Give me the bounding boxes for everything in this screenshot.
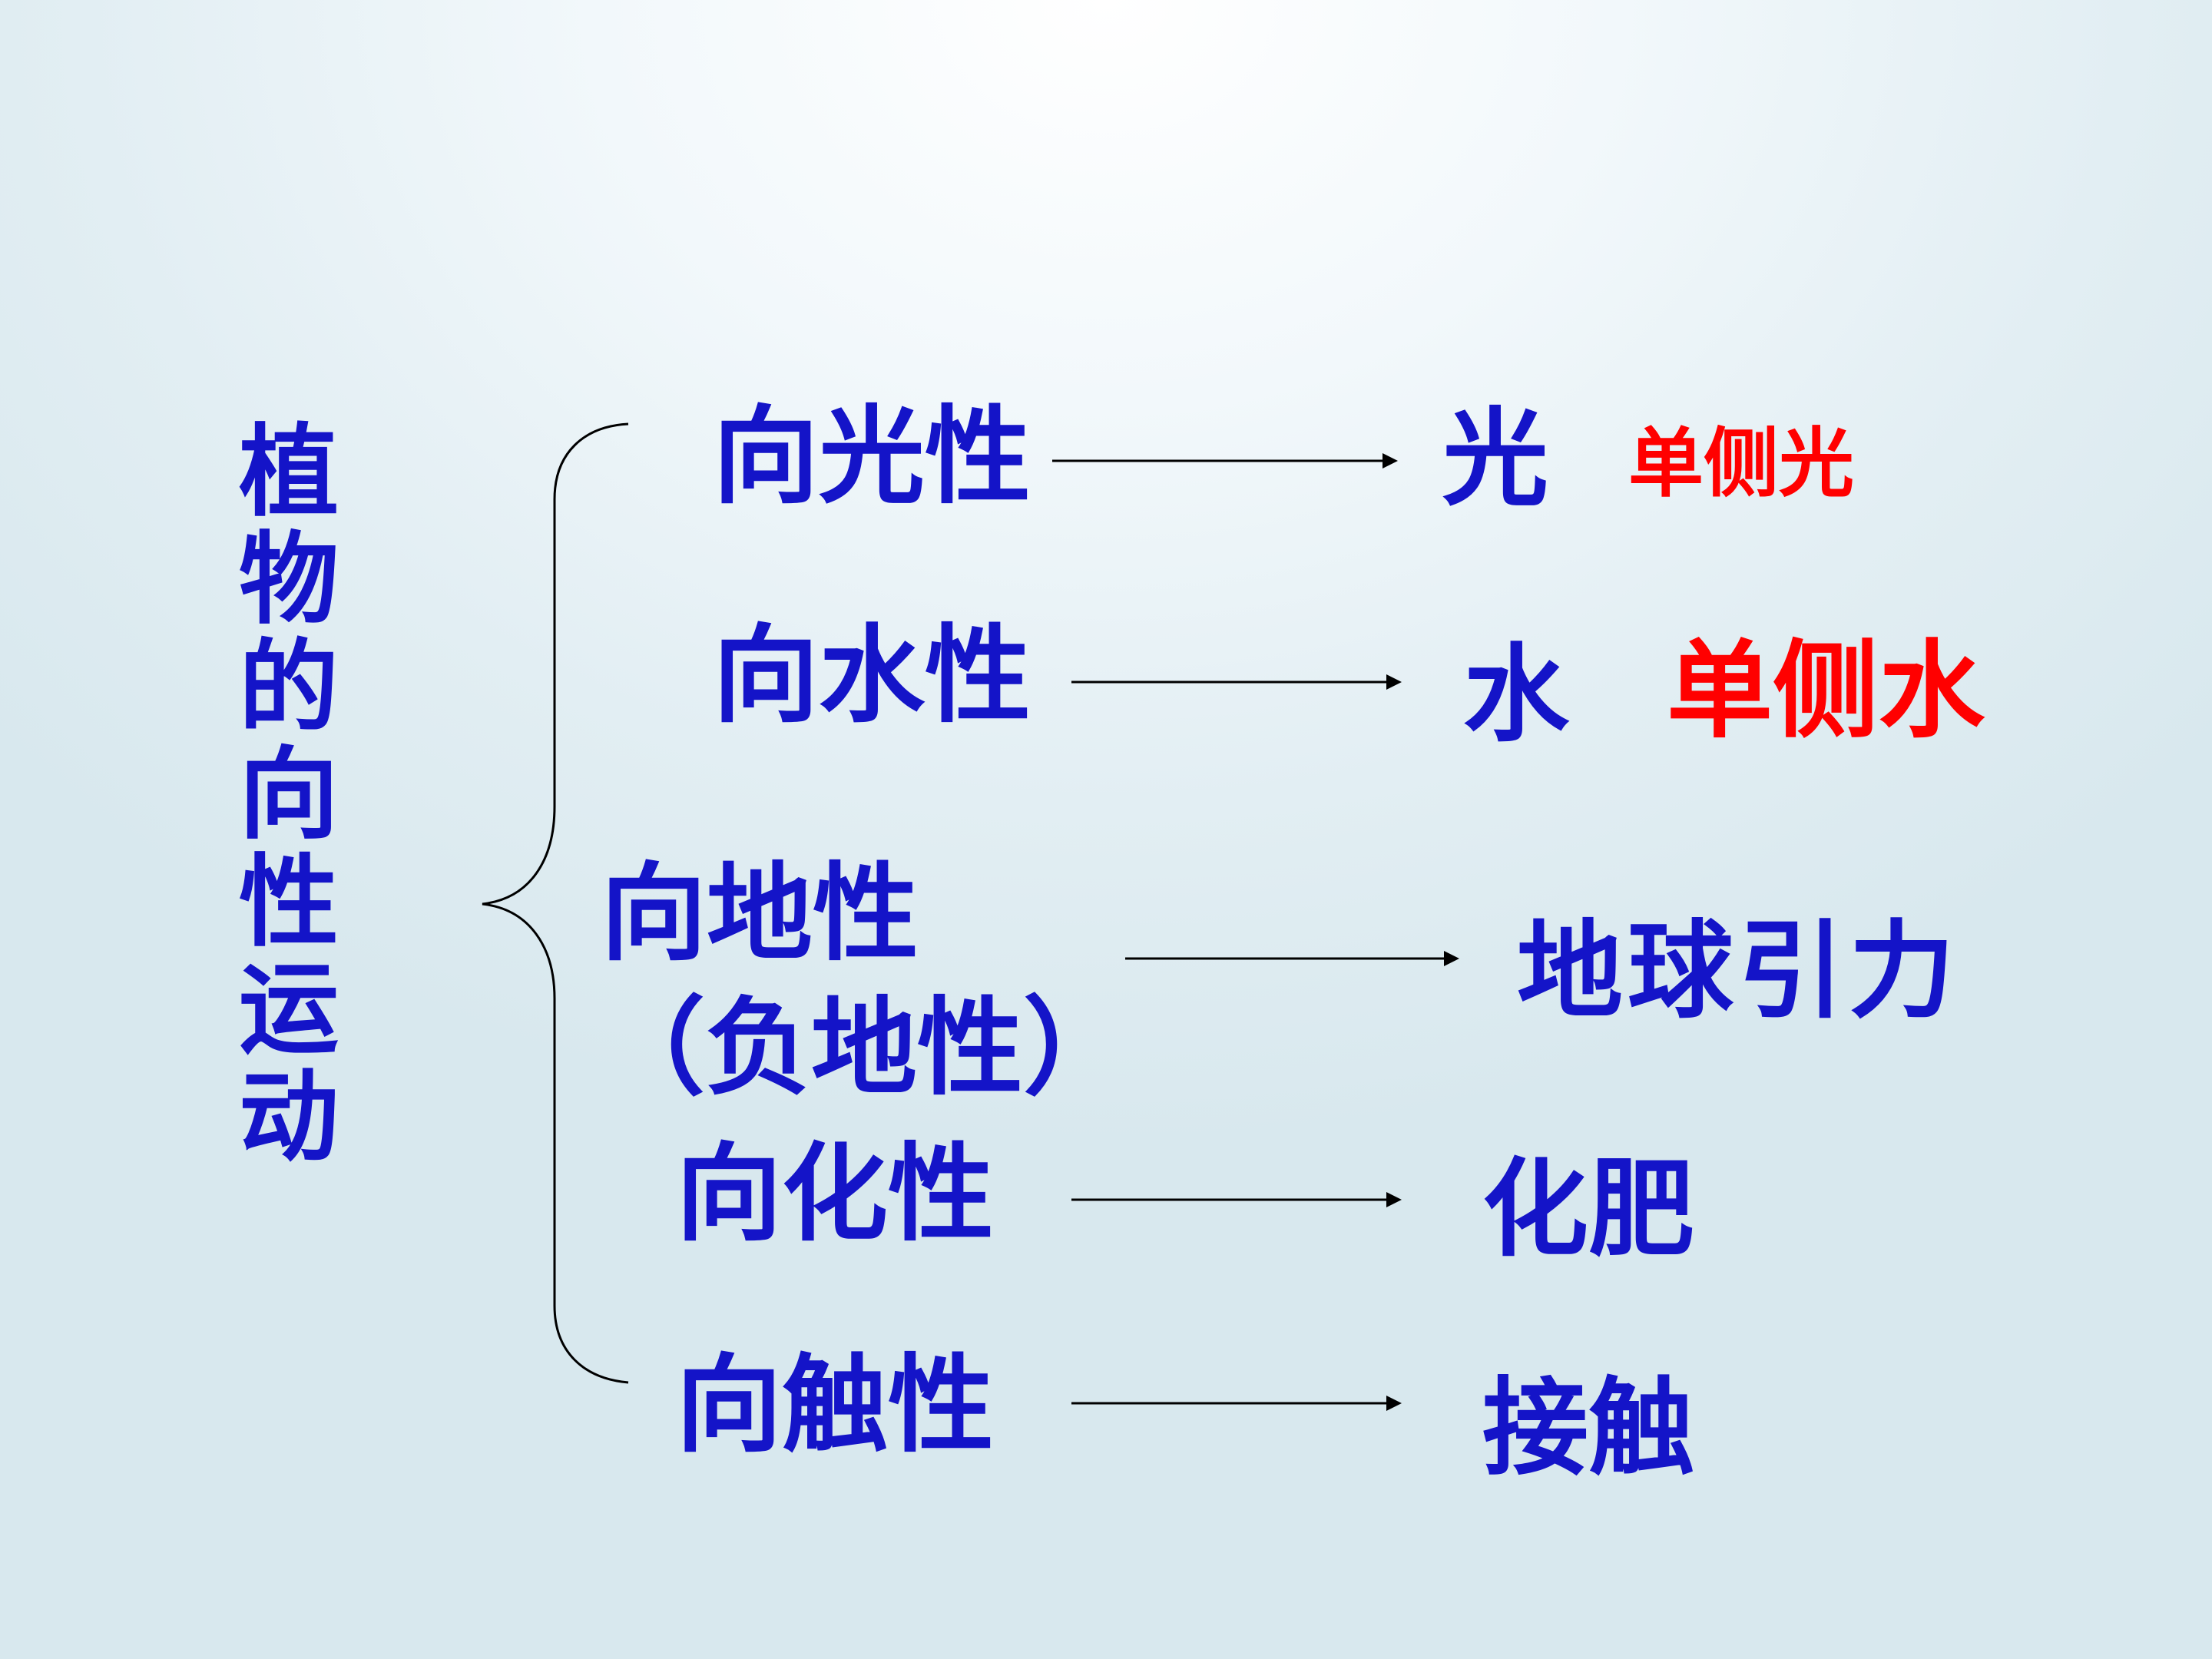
stimulus-label-1: 光	[1442, 396, 1549, 521]
note-label-1: 单侧光	[1628, 419, 1855, 508]
curly-brace	[482, 422, 629, 1384]
arrowhead-row-3	[1444, 951, 1459, 966]
tropism-label-2: 向水性	[713, 612, 1031, 737]
arrowhead-row-4	[1386, 1192, 1402, 1207]
stimulus-label-3: 地球引力	[1517, 908, 1960, 1033]
tropism-label-3: 向地性	[601, 850, 919, 975]
arrowhead-row-5	[1386, 1396, 1402, 1411]
stimulus-label-4: 化肥	[1482, 1146, 1695, 1271]
tropism-sublabel-3: （负地性）	[599, 985, 1130, 1110]
note-label-2: 单侧水	[1667, 628, 1985, 753]
stimulus-label-2: 水	[1463, 631, 1570, 757]
stimulus-label-5: 接触	[1482, 1365, 1695, 1490]
tropism-label-1: 向光性	[713, 393, 1031, 518]
arrowhead-row-1	[1382, 453, 1398, 469]
arrowhead-row-2	[1386, 674, 1402, 690]
tropism-label-5: 向触性	[676, 1342, 995, 1467]
diagram-title: 植物的向性运动	[222, 419, 339, 1171]
tropism-label-4: 向化性	[676, 1131, 995, 1256]
